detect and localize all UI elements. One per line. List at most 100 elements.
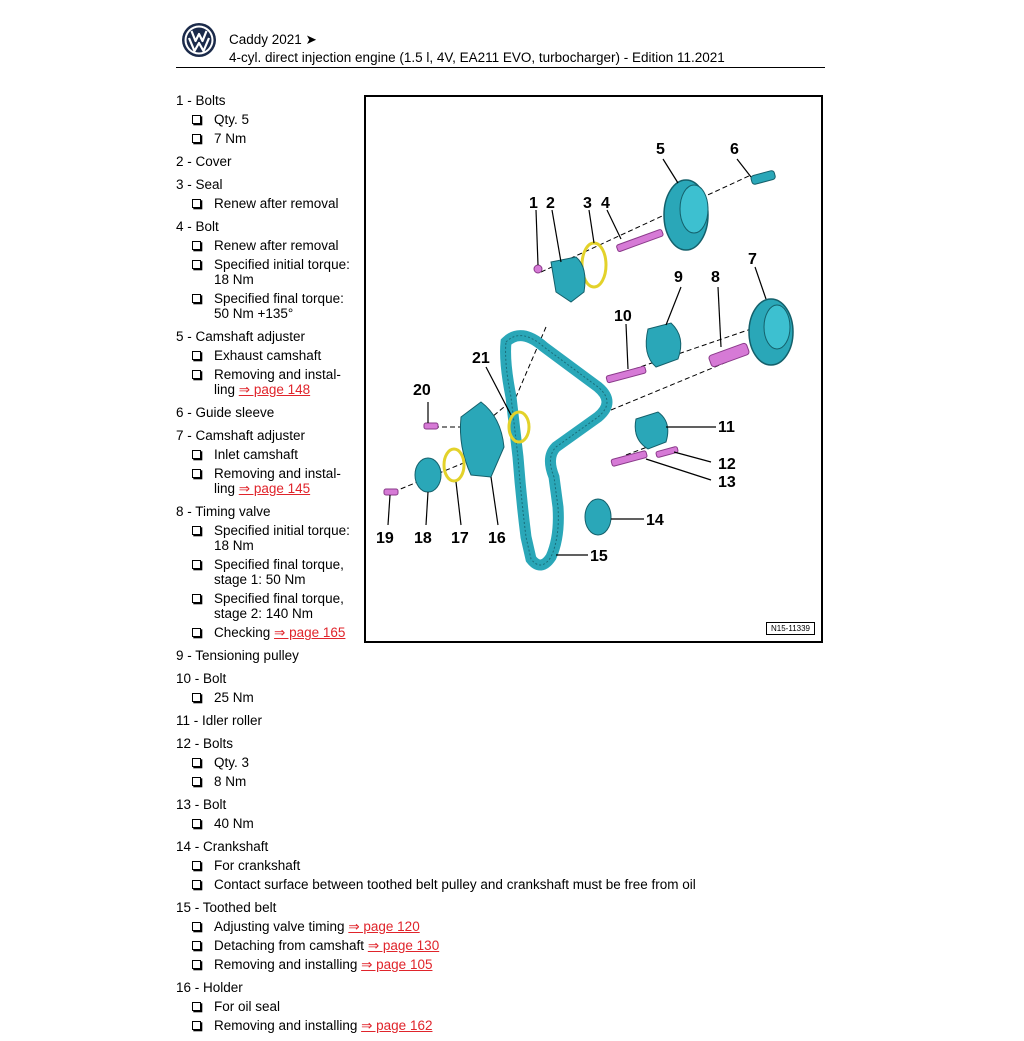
page-reference-link[interactable]: ⇒ page 162	[361, 1018, 433, 1033]
part-item-note: 7 Nm	[176, 131, 716, 146]
bolt-10	[605, 365, 647, 384]
part-item-note: 25 Nm	[176, 690, 716, 705]
part-item-note: Detaching from camshaft ⇒ page 130	[176, 938, 716, 953]
vw-logo-icon	[182, 23, 216, 57]
part-item-title: 2 - Cover	[176, 154, 232, 169]
note-text: Removing and installing	[214, 1018, 362, 1033]
part-item: 2 - Cover	[176, 154, 716, 169]
leader-lines	[387, 158, 767, 556]
part-item-title: 11 - Idler roller	[176, 713, 263, 728]
part-18	[414, 457, 442, 493]
part-item-note: Adjusting valve timing ⇒ page 120	[176, 919, 716, 934]
part-item-note: Removing and instal- ling ⇒ page 145	[176, 466, 716, 496]
part-item-title: 5 - Camshaft adjuster	[176, 329, 306, 344]
page-reference-link[interactable]: ⇒ page 120	[348, 919, 420, 934]
seal-21	[507, 410, 531, 444]
callout-10: 10	[614, 308, 632, 325]
callout-15: 15	[590, 548, 608, 565]
part-item-title: 15 - Toothed belt	[176, 900, 277, 915]
note-text: Specified final torque, stage 1: 50 Nm	[214, 557, 344, 587]
part-item-note: Renew after removal	[176, 238, 716, 253]
note-text: Detaching from camshaft	[214, 938, 368, 953]
cover	[550, 256, 586, 303]
note-text: Inlet camshaft	[214, 447, 299, 462]
part-item-title: 7 - Camshaft adjuster	[176, 428, 306, 443]
part-item-note: Renew after removal	[176, 196, 716, 211]
note-text: Removing and installing	[214, 957, 362, 972]
bolt-12	[655, 446, 679, 458]
page-reference-link[interactable]: ⇒ page 130	[367, 938, 440, 953]
callout-17: 17	[451, 530, 469, 547]
part-item-note: 8 Nm	[176, 774, 716, 789]
note-text: 25 Nm	[214, 690, 254, 705]
part-item-title: 12 - Bolts	[176, 736, 234, 751]
note-text: For oil seal	[214, 999, 281, 1014]
callout-11: 11	[718, 419, 735, 436]
note-text: 7 Nm	[214, 131, 247, 146]
callout-16: 16	[488, 530, 506, 547]
part-item-note: Qty. 3	[176, 755, 716, 770]
callout-8: 8	[711, 269, 720, 286]
bolt-20	[423, 422, 439, 430]
note-text: Exhaust camshaft	[214, 348, 322, 363]
note-text: For crankshaft	[214, 858, 301, 873]
page-header: Caddy 2021 ➤ 4-cyl. direct injection eng…	[176, 20, 825, 68]
callout-14: 14	[646, 512, 664, 529]
part-item-title: 14 - Crankshaft	[176, 839, 269, 854]
part-item-title: 6 - Guide sleeve	[176, 405, 275, 420]
part-item-note: Removing and installing ⇒ page 105	[176, 957, 716, 972]
part-item-title: 4 - Bolt	[176, 219, 219, 234]
part-item-note: Specified final torque, stage 2: 140 Nm	[176, 591, 716, 621]
page-reference-link[interactable]: ⇒ page 148	[238, 382, 311, 397]
callout-9: 9	[674, 269, 683, 286]
note-text: Qty. 5	[214, 112, 250, 127]
part-item: 10 - Bolt 25 Nm	[176, 671, 716, 705]
holder	[460, 401, 505, 478]
part-item-note: Checking ⇒ page 165	[176, 625, 716, 640]
page-reference-link[interactable]: ⇒ page 145	[238, 481, 311, 496]
callout-18: 18	[414, 530, 432, 547]
bolt-4	[616, 229, 664, 252]
note-text: Renew after removal	[214, 196, 339, 211]
note-text: Removing and instal- ling	[214, 466, 341, 496]
part-item-title: 16 - Holder	[176, 980, 243, 995]
part-item: 9 - Tensioning pulley	[176, 648, 716, 663]
part-item: 11 - Idler roller	[176, 713, 716, 728]
part-item-title: 8 - Timing valve	[176, 504, 271, 519]
timing-belt-diagram: 1 2 3 4 5 6 7 8 9 10 11 12 13 14 15 16 1…	[376, 141, 794, 571]
part-item-title: 9 - Tensioning pulley	[176, 648, 299, 663]
part-item-note: Inlet camshaft	[176, 447, 716, 462]
bolt-13	[610, 450, 648, 467]
callout-12: 12	[718, 456, 736, 473]
part-item-title: 13 - Bolt	[176, 797, 227, 812]
part-item-title: 1 - Bolts	[176, 93, 226, 108]
part-item-note: 40 Nm	[176, 816, 716, 831]
part-item-note: For crankshaft	[176, 858, 716, 873]
part-item-note: Removing and installing ⇒ page 162	[176, 1018, 716, 1033]
note-text: Specified final torque: 50 Nm +135°	[214, 291, 344, 321]
page-reference-link[interactable]: ⇒ page 105	[361, 957, 433, 972]
callout-20: 20	[413, 382, 431, 399]
note-text: Removing and instal- ling	[214, 367, 341, 397]
note-text: Checking	[214, 625, 275, 640]
callout-21: 21	[472, 350, 490, 367]
part-item-note: Contact surface between toothed belt pul…	[176, 877, 716, 892]
note-text: Specified initial torque: 18 Nm	[214, 523, 350, 553]
note-text: 40 Nm	[214, 816, 254, 831]
note-text: 8 Nm	[214, 774, 247, 789]
tensioning-pulley	[645, 322, 682, 368]
part-item-title: 10 - Bolt	[176, 671, 227, 686]
document-subtitle: 4-cyl. direct injection engine (1.5 l, 4…	[229, 50, 725, 65]
part-item: 13 - Bolt 40 Nm	[176, 797, 716, 831]
note-text: Specified initial torque: 18 Nm	[214, 257, 350, 287]
callout-19: 19	[376, 530, 394, 547]
page-reference-link[interactable]: ⇒ page 165	[274, 625, 346, 640]
part-item-note: Specified final torque: 50 Nm +135°	[176, 291, 716, 321]
